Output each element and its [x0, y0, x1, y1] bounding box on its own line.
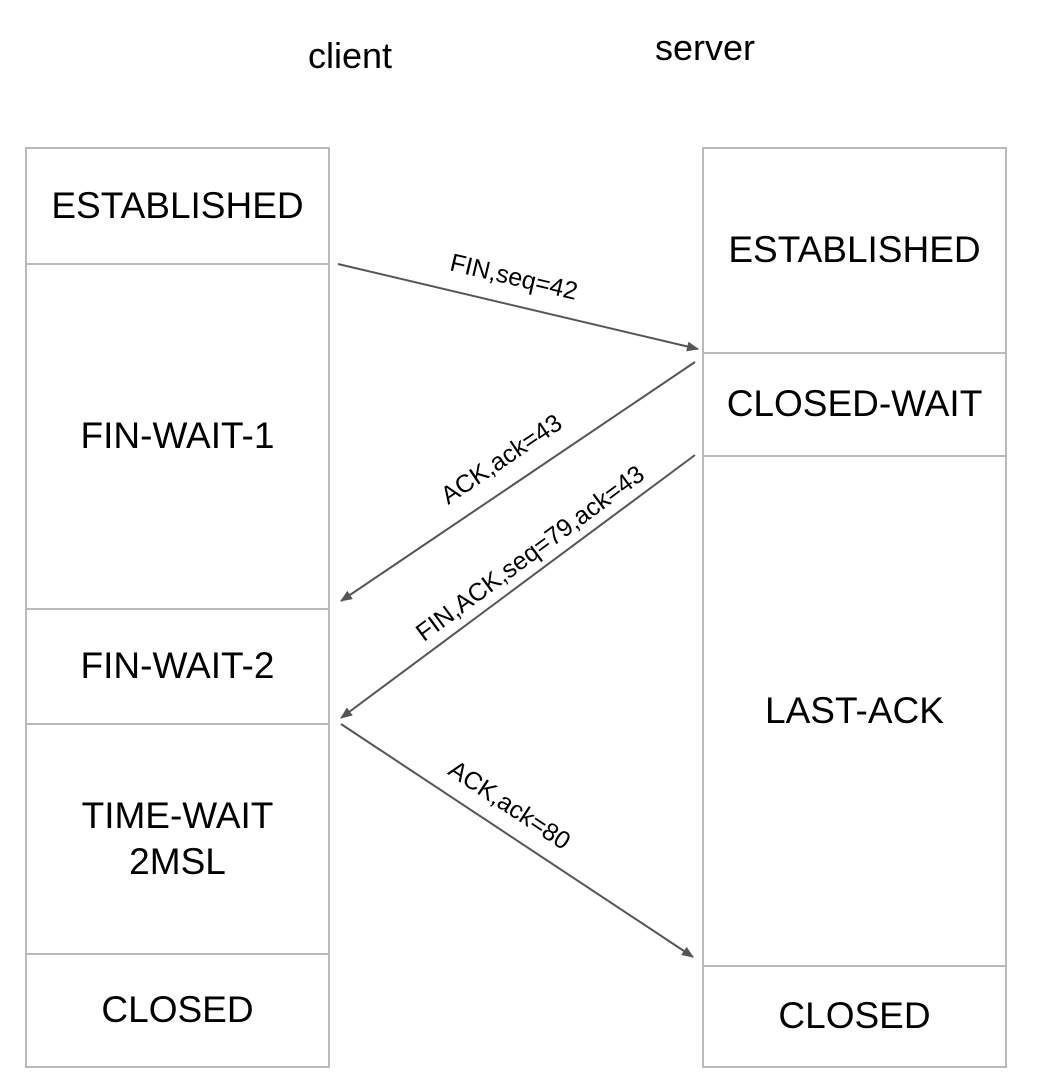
message-label: ACK,ack=80: [443, 755, 575, 855]
message-label: FIN,seq=42: [447, 249, 580, 306]
client-header: client: [308, 35, 393, 76]
server-state-label: CLOSED: [778, 995, 931, 1037]
message-label: ACK,ack=43: [436, 409, 567, 510]
server-state-last-ack: LAST-ACK: [704, 457, 1005, 967]
message-ack-ack-43: ACK,ack=43: [340, 361, 696, 602]
server-state-closed-wait: CLOSED-WAIT: [704, 354, 1005, 457]
client-state-label: CLOSED: [101, 989, 254, 1031]
message-arrow: [340, 454, 696, 719]
message-arrow: [340, 723, 694, 958]
server-state-column: ESTABLISHED CLOSED-WAIT LAST-ACK CLOSED: [702, 147, 1007, 1068]
server-state-established: ESTABLISHED: [704, 149, 1005, 354]
client-state-label: FIN-WAIT-2: [80, 645, 275, 687]
client-state-column: ESTABLISHED FIN-WAIT-1 FIN-WAIT-2 TIME-W…: [25, 147, 330, 1068]
message-fin-ack-seq-79-ack-43: FIN,ACK,seq=79,ack=43: [340, 454, 696, 719]
client-state-label: ESTABLISHED: [51, 184, 304, 226]
client-state-fin-wait-2: FIN-WAIT-2: [27, 610, 328, 725]
client-state-fin-wait-1: FIN-WAIT-1: [27, 265, 328, 610]
server-state-label: CLOSED-WAIT: [726, 383, 983, 425]
message-arrow: [337, 263, 699, 352]
server-state-label: ESTABLISHED: [728, 229, 981, 271]
server-header: server: [655, 27, 756, 68]
message-ack-ack-80: ACK,ack=80: [340, 723, 694, 958]
message-fin-seq-42: FIN,seq=42: [337, 249, 699, 352]
client-state-label: TIME-WAIT 2MSL: [81, 794, 274, 882]
client-state-closed: CLOSED: [27, 955, 328, 1066]
server-state-closed: CLOSED: [704, 967, 1005, 1066]
client-state-label: FIN-WAIT-1: [80, 415, 275, 457]
server-state-label: LAST-ACK: [765, 689, 944, 731]
message-arrow: [340, 361, 696, 602]
message-label: FIN,ACK,seq=79,ack=43: [411, 460, 650, 647]
client-state-established: ESTABLISHED: [27, 149, 328, 265]
client-state-time-wait: TIME-WAIT 2MSL: [27, 725, 328, 955]
